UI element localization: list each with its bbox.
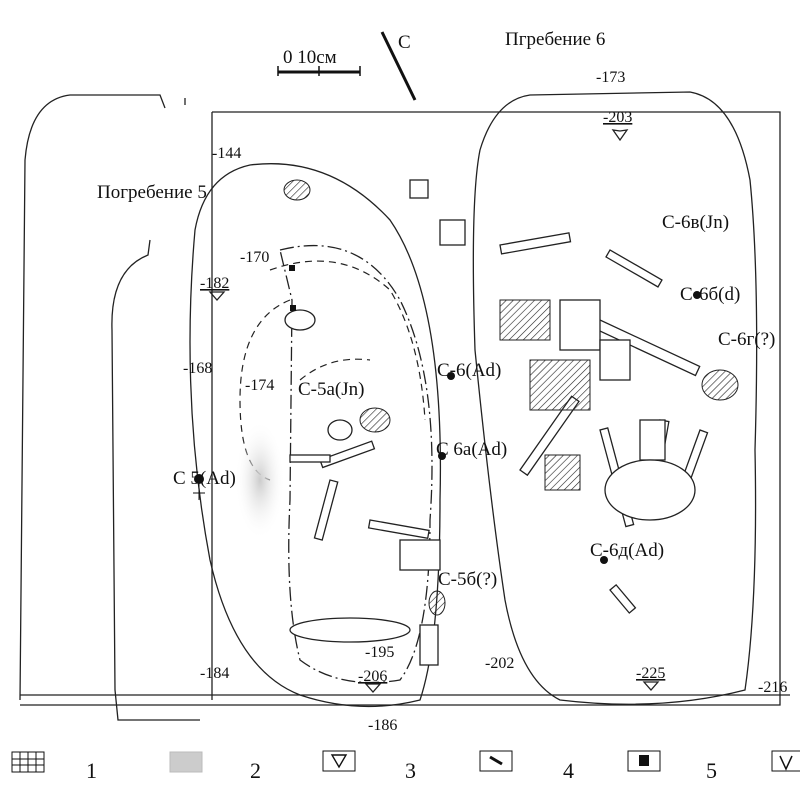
legend-label: 2 <box>250 758 261 783</box>
burial-5-title: Погребение 5 <box>97 182 207 203</box>
skeleton-label-c5b: С-5б(?) <box>438 569 497 590</box>
skeleton-label-c6g: С-6г(?) <box>718 329 775 350</box>
depth-mark: -225 <box>636 665 665 682</box>
legend-v-icon <box>771 750 800 772</box>
legend-label: 4 <box>563 758 574 783</box>
skeleton-labels: С 5(Ad) С-5а(Jn) С-5б(?) С-6(Ad) С 6а(Ad… <box>173 212 775 590</box>
inner-pit-dashed <box>239 260 426 481</box>
legend-dash-icon <box>479 750 513 772</box>
scale-label: 0 10см <box>283 47 337 68</box>
bones-burial-5 <box>283 179 446 666</box>
scale-bar: 0 10см <box>277 47 361 76</box>
burial-6-title: Пгребение 6 <box>505 29 605 50</box>
skeleton-label-c6v: С-6в(Jn) <box>662 212 729 233</box>
legend-grid-icon <box>11 751 45 773</box>
depth-mark: -144 <box>212 145 241 162</box>
legend-square-icon <box>627 750 661 772</box>
depth-mark: -202 <box>485 655 514 672</box>
legend-gray-icon <box>169 751 203 773</box>
depth-mark: -182 <box>200 275 229 292</box>
north-arrow: С <box>380 31 417 101</box>
legend: 1 2 3 4 5 6 <box>11 750 800 783</box>
excavation-frame <box>19 94 790 721</box>
pit-outline-burial-6 <box>472 91 758 705</box>
depth-mark: -174 <box>245 377 274 394</box>
depth-mark: -216 <box>758 679 787 696</box>
legend-triangle-icon <box>322 750 356 772</box>
skeleton-label-c5: С 5(Ad) <box>173 468 236 489</box>
legend-label: 1 <box>86 758 97 783</box>
skeleton-label-c6d: С-6д(Ad) <box>590 540 664 561</box>
north-label: С <box>398 32 411 53</box>
depth-marks: -173 -203 -144 -170 -182 -168 -174 -195 … <box>183 69 787 734</box>
depth-mark: -168 <box>183 360 212 377</box>
depth-mark: -195 <box>365 644 394 661</box>
legend-label: 3 <box>405 758 416 783</box>
depth-mark: -170 <box>240 249 269 266</box>
depth-mark: -206 <box>358 668 387 685</box>
depth-mark: -173 <box>596 69 625 86</box>
gray-area <box>235 420 285 540</box>
skeleton-label-c6b: С-6б(d) <box>680 284 740 305</box>
skeleton-label-c6a: С 6а(Ad) <box>436 439 507 460</box>
pit-outline-burial-5 <box>189 163 442 708</box>
depth-mark: -186 <box>368 717 397 734</box>
skeleton-label-c5a: С-5а(Jn) <box>298 379 364 400</box>
legend-label: 5 <box>706 758 717 783</box>
depth-mark: -203 <box>603 109 632 126</box>
skeleton-label-c6: С-6(Ad) <box>437 360 501 381</box>
depth-mark: -184 <box>200 665 229 682</box>
bones-burial-6 <box>409 179 739 614</box>
